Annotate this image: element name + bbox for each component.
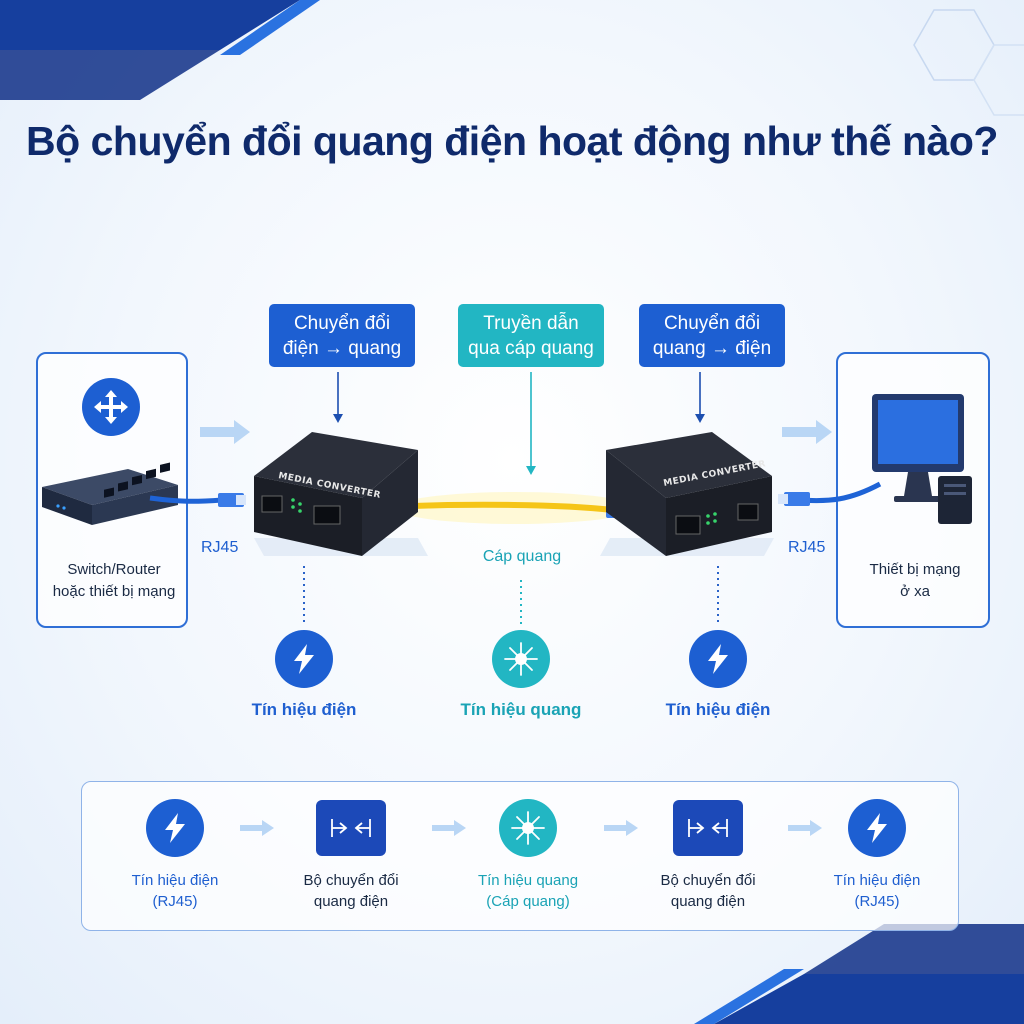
hexagon-decoration (864, 0, 1024, 140)
arrow-right-icon (200, 418, 252, 451)
arrow-right-icon (240, 819, 276, 842)
light-burst-icon (492, 630, 550, 688)
corner-decoration-bottom-right (694, 914, 1024, 1024)
lightning-icon (275, 630, 333, 688)
arrow-right-icon (432, 819, 468, 842)
router-icon (82, 378, 140, 436)
computer-image (858, 384, 988, 529)
arrow-down-icon (525, 372, 537, 481)
signal-label: Tín hiệu điện (665, 700, 771, 719)
page-title: Bộ chuyển đổi quang điện hoạt động như t… (26, 118, 998, 164)
signal-label: Tín hiệu điện (251, 700, 357, 719)
switch-image (38, 449, 188, 534)
dotted-connector (519, 580, 523, 631)
signal-label: Tín hiệu quang (460, 700, 582, 719)
light-burst-icon (499, 799, 557, 857)
rj45-label-left: RJ45 (201, 539, 239, 556)
callout-fiber-transmission: Truyền dẫn qua cáp quang (458, 304, 604, 367)
callout-optical-to-electric: Chuyển đổi quang → điện (639, 304, 785, 367)
flow-step-label: Tín hiệu quang(Cáp quang) (477, 872, 579, 910)
lightning-icon (689, 630, 747, 688)
converter-icon (673, 800, 743, 856)
arrow-right-icon (782, 418, 834, 451)
flow-step-label: Tín hiệu điện(RJ45) (833, 872, 921, 910)
dotted-connector (716, 566, 720, 631)
lightning-icon (146, 799, 204, 857)
corner-decoration-top-left (0, 0, 320, 110)
left-device-panel: Switch/Router hoặc thiết bị mạng (36, 352, 188, 628)
callout-electric-to-optical: Chuyển đổi điện → quang (269, 304, 415, 367)
arrow-right-icon (788, 819, 824, 842)
media-converter-right: MEDIA CONVERTER (600, 428, 780, 583)
media-converter-left: MEDIA CONVERTER (248, 428, 428, 583)
network-cabling (149, 481, 882, 524)
flow-step-label: Tín hiệu điện(RJ45) (131, 872, 219, 910)
dotted-connector (302, 566, 306, 631)
arrow-down-icon (694, 372, 706, 429)
arrow-down-icon (332, 372, 344, 429)
left-device-label: Switch/Router hoặc thiết bị mạng (52, 561, 176, 600)
converter-icon (316, 800, 386, 856)
rj45-label-right: RJ45 (788, 539, 826, 556)
arrow-right-icon (604, 819, 640, 842)
lightning-icon (848, 799, 906, 857)
right-device-label: Thiết bị mạng ở xa (869, 561, 961, 600)
fiber-cable-label: Cáp quang (482, 548, 562, 565)
